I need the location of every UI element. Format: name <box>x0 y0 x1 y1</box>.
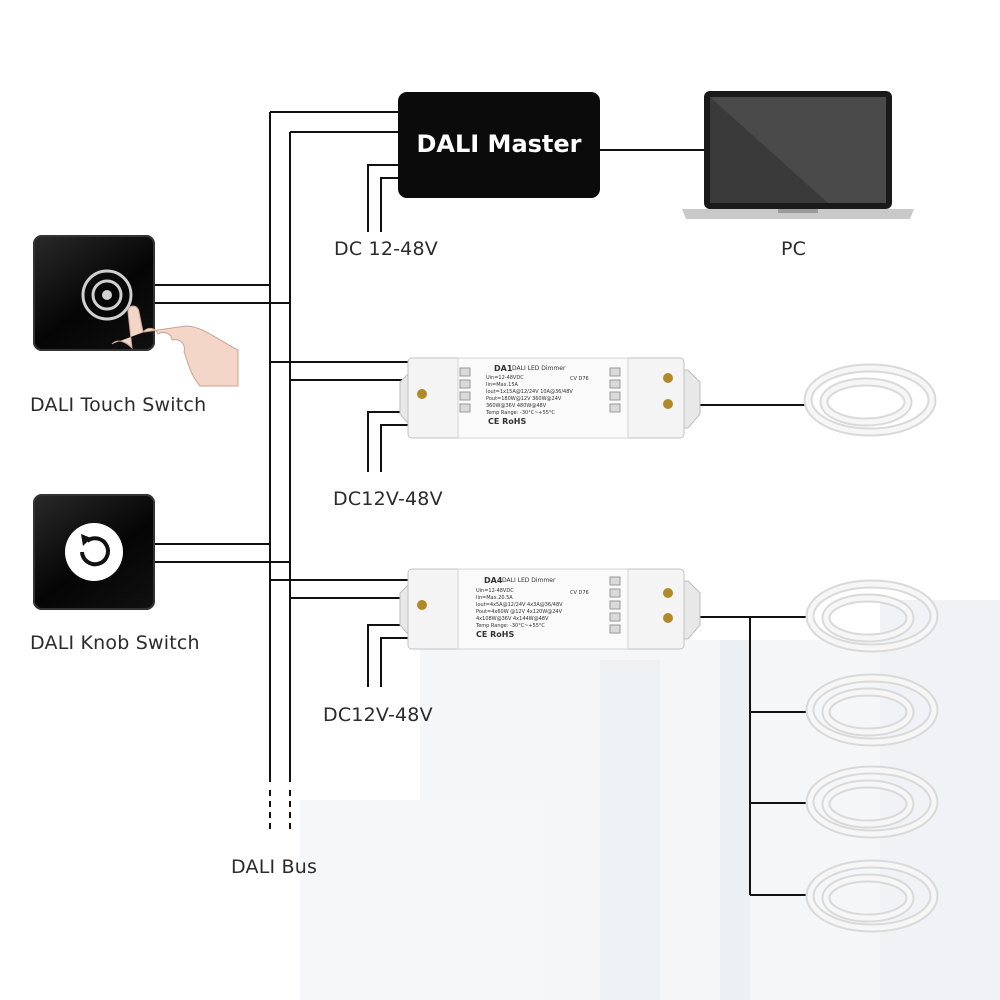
dimmer-da1-ce: CE RoHS <box>488 417 527 426</box>
pc-label: PC <box>781 238 807 260</box>
laptop-icon <box>682 91 914 219</box>
knob-switch-device <box>33 494 155 610</box>
dali-master-device: DALI Master <box>398 92 600 198</box>
led-strip-icon <box>805 765 939 839</box>
dimmer-da1-std: CV D76 <box>570 376 589 382</box>
dali-master-label: DALI Master <box>416 130 582 158</box>
dimmer-da4-supply: DC12V-48V <box>323 704 433 726</box>
knob-icon <box>65 523 123 581</box>
dimmer-da4-ce: CE RoHS <box>476 630 515 639</box>
dali-bus-label: DALI Bus <box>231 856 318 878</box>
dimmer-da4-std: CV D76 <box>570 590 589 596</box>
dimmer-da1-body <box>399 357 701 439</box>
touch-switch-label: DALI Touch Switch <box>30 394 207 416</box>
led-strip-icon <box>805 673 939 747</box>
dimmer-da1-title: DALI LED Dimmer <box>512 365 566 372</box>
dimmer-da4-model: DA4 <box>484 576 503 585</box>
dimmer-da1-supply: DC12V-48V <box>333 488 443 510</box>
led-strip-icon <box>803 363 937 437</box>
knob-switch-label: DALI Knob Switch <box>30 632 200 654</box>
hand-icon <box>111 305 239 387</box>
master-supply-label: DC 12-48V <box>334 238 438 260</box>
led-strip-icon <box>805 859 939 933</box>
touch-icon <box>81 269 133 321</box>
dimmer-da1-model: DA1 <box>494 364 513 373</box>
dimmer-da4-title: DALI LED Dimmer <box>502 577 556 584</box>
dimmer-da4-body <box>399 568 701 650</box>
led-strip-icon <box>805 579 939 653</box>
